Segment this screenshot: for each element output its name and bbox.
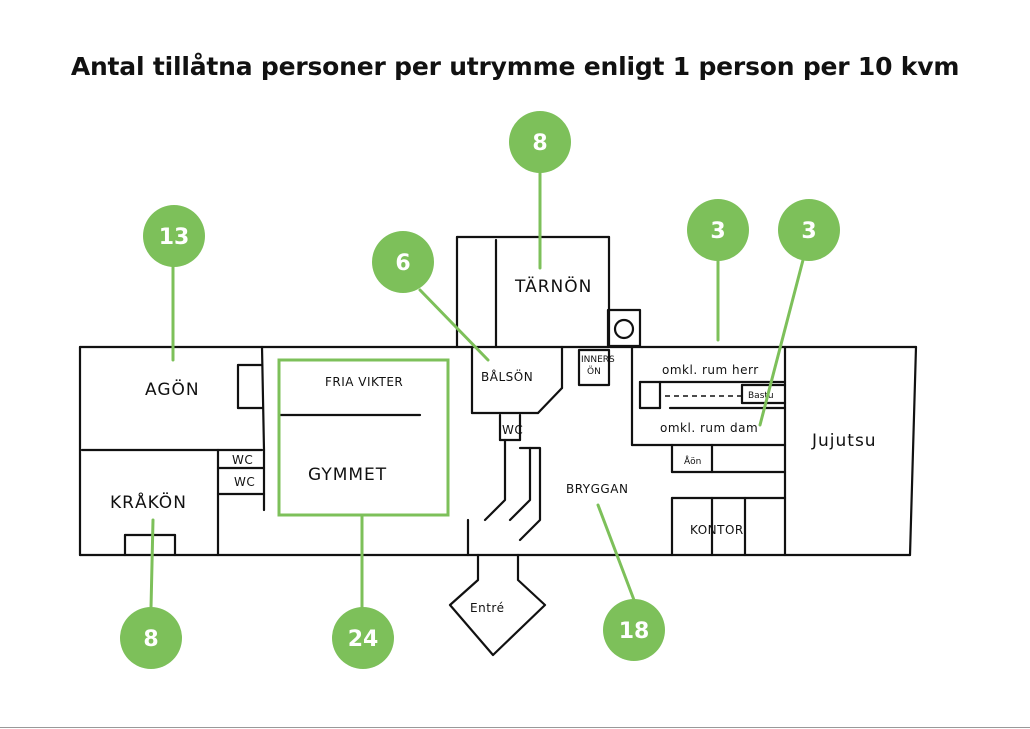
bottom-rule xyxy=(0,727,1030,728)
capacity-badge-tarnon: 8 xyxy=(509,111,571,173)
capacity-value-agon: 13 xyxy=(159,225,190,250)
capacity-badge-bryggan: 18 xyxy=(603,599,665,661)
capacity-value-krakon: 8 xyxy=(143,627,158,652)
page-title: Antal tillåtna personer per utrymme enli… xyxy=(70,52,960,81)
room-label-kontor: KONTOR xyxy=(690,523,744,537)
room-label-omkl-herr: omkl. rum herr xyxy=(662,363,759,377)
capacity-value-omkl-herr: 3 xyxy=(710,219,725,244)
room-label-tarnon: TÄRNÖN xyxy=(514,275,592,297)
room-label-innerson-bottom: ÖN xyxy=(587,366,601,377)
room-label-wc2: WC xyxy=(234,475,255,489)
capacity-badge-omkl-dam: 3 xyxy=(778,199,840,261)
capacity-badge-omkl-herr: 3 xyxy=(687,199,749,261)
room-label-omkl-dam: omkl. rum dam xyxy=(660,421,758,435)
room-label-wc3: WC xyxy=(502,423,523,437)
room-label-jujutsu: Jujutsu xyxy=(811,431,877,451)
room-label-fria-vikter: FRIA VIKTER xyxy=(325,375,403,389)
gymmet-highlight xyxy=(277,358,450,517)
capacity-value-bryggan: 18 xyxy=(619,619,650,644)
capacity-badge-agon: 13 xyxy=(143,205,205,267)
room-label-entre: Entré xyxy=(470,601,504,615)
capacity-value-tarnon: 8 xyxy=(532,131,547,156)
room-label-bryggan: BRYGGAN xyxy=(566,482,628,496)
capacity-value-balson: 6 xyxy=(395,251,410,276)
capacity-badge-gymmet: 24 xyxy=(332,607,394,669)
room-label-innerson-top: INNERS xyxy=(581,355,615,365)
room-label-wc1: WC xyxy=(232,453,253,467)
room-label-krakon: KRÅKÖN xyxy=(110,491,187,513)
capacity-badge-balson: 6 xyxy=(372,231,434,293)
room-label-aon: Åön xyxy=(684,455,701,467)
capacity-value-omkl-dam: 3 xyxy=(801,219,816,244)
walls xyxy=(78,235,918,657)
leader-lines xyxy=(149,168,805,610)
room-label-gymmet: GYMMET xyxy=(308,465,387,485)
capacity-value-gymmet: 24 xyxy=(348,627,379,652)
room-label-balson: BÅLSÖN xyxy=(481,368,533,384)
capacity-badge-krakon: 8 xyxy=(120,607,182,669)
room-label-agon: AGÖN xyxy=(145,378,200,400)
room-label-bastu: Bastu xyxy=(748,391,774,401)
